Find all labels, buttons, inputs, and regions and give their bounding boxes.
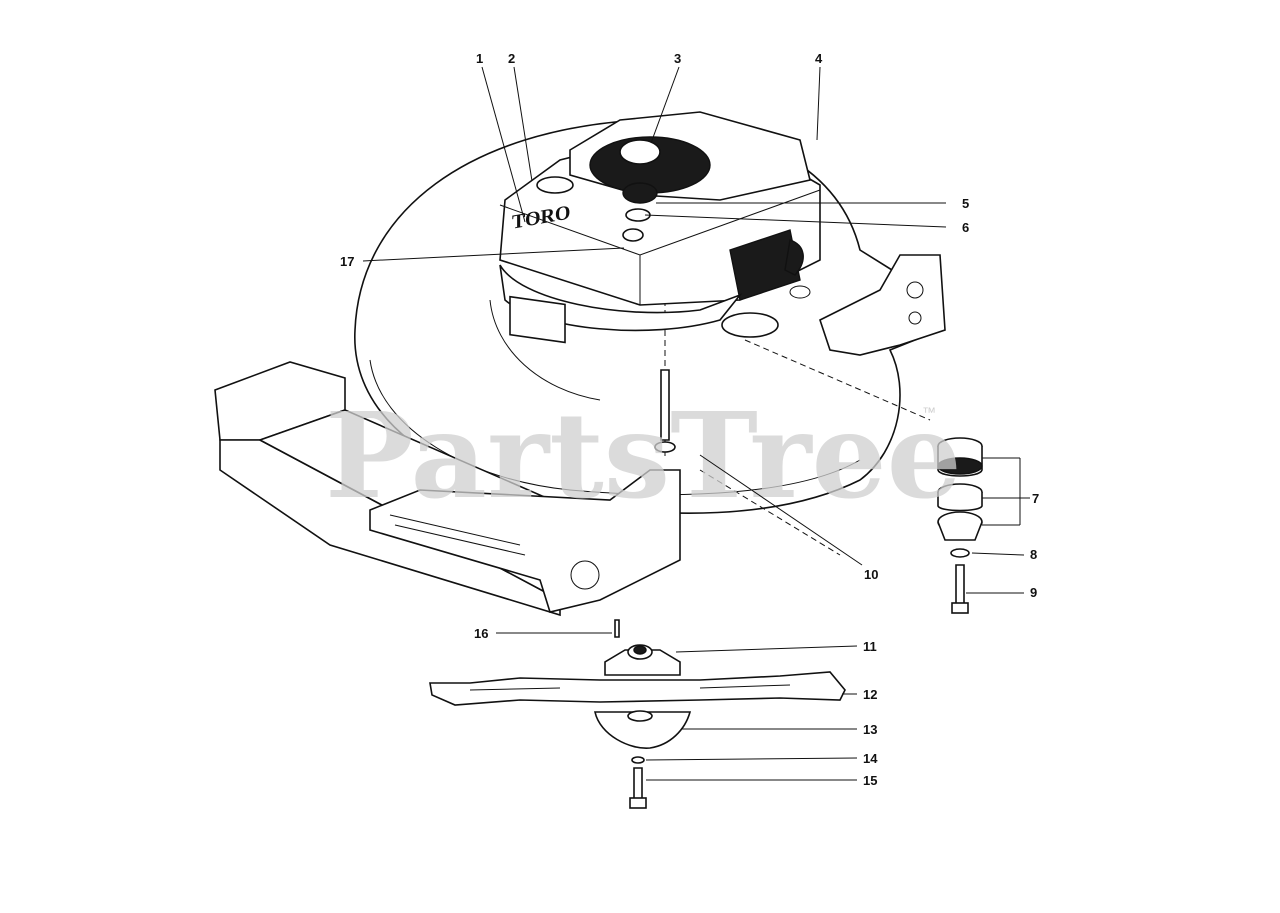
blade-adapter-stack xyxy=(937,437,983,614)
callout-7: 7 xyxy=(1032,491,1039,506)
callout-14: 14 xyxy=(863,751,878,766)
leader-8 xyxy=(971,552,1025,556)
callout-5: 5 xyxy=(962,196,969,211)
callout-4: 4 xyxy=(815,51,823,66)
callout-2: 2 xyxy=(508,51,515,66)
callout-10: 10 xyxy=(864,567,878,582)
callout-16: 16 xyxy=(474,626,488,641)
callout-17: 17 xyxy=(340,254,354,269)
leader-11 xyxy=(675,645,858,653)
leader-6 xyxy=(644,214,947,228)
callout-leaders xyxy=(362,66,1030,781)
leader-2 xyxy=(513,66,533,182)
callout-12: 12 xyxy=(863,687,877,702)
leader-4 xyxy=(816,66,821,141)
leader-17 xyxy=(362,247,625,262)
callout-6: 6 xyxy=(962,220,969,235)
callout-13: 13 xyxy=(863,722,877,737)
leader-14 xyxy=(645,757,858,761)
deck-bolt xyxy=(654,369,676,453)
callout-8: 8 xyxy=(1030,547,1037,562)
callout-1: 1 xyxy=(476,51,483,66)
callout-labels: 1 2 3 4 5 6 7 8 9 10 11 12 13 14 15 16 1… xyxy=(340,51,1039,788)
leader-1 xyxy=(481,66,526,223)
watermark-trademark: ™ xyxy=(922,404,936,420)
callout-3: 3 xyxy=(674,51,681,66)
leader-10 xyxy=(699,454,863,566)
leader-3 xyxy=(650,66,680,144)
blade-assembly xyxy=(429,619,846,809)
engine: TORO xyxy=(499,111,821,344)
callout-9: 9 xyxy=(1030,585,1037,600)
watermark: PartsTree ™ xyxy=(325,386,962,525)
watermark-text: PartsTree xyxy=(325,386,962,525)
callout-15: 15 xyxy=(863,773,877,788)
callout-11: 11 xyxy=(863,639,877,654)
